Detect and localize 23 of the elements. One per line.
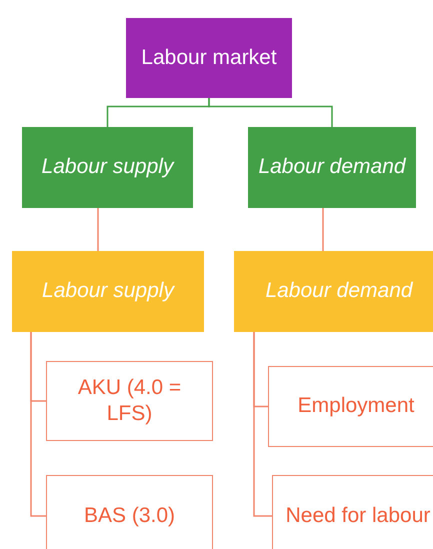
box-label: BAS (3.0) — [84, 502, 176, 529]
org-chart-box — [268, 366, 433, 447]
box-label: Employment — [298, 393, 414, 420]
org-chart-box — [126, 18, 292, 98]
org-chart-box — [234, 251, 433, 332]
org-chart-box — [46, 475, 213, 549]
box-label: Labour supply — [42, 154, 174, 180]
box-label: Need for labour — [286, 502, 430, 529]
box-label: Labour demand — [258, 154, 406, 180]
connector-line — [253, 332, 272, 517]
box-label: Labour supply — [42, 278, 174, 304]
box-label: Labour demand — [265, 278, 413, 304]
box-label: Labour market — [141, 44, 277, 71]
org-chart-box — [22, 127, 193, 208]
org-chart-box — [248, 127, 416, 208]
connector-line — [208, 98, 333, 127]
connector-line — [97, 208, 99, 251]
org-chart-box — [12, 251, 204, 332]
connector-line — [30, 332, 46, 517]
box-label: AKU (4.0 = LFS) — [76, 374, 182, 427]
connector-line — [322, 208, 324, 251]
org-chart-box — [272, 475, 433, 549]
org-chart-box — [46, 361, 213, 441]
